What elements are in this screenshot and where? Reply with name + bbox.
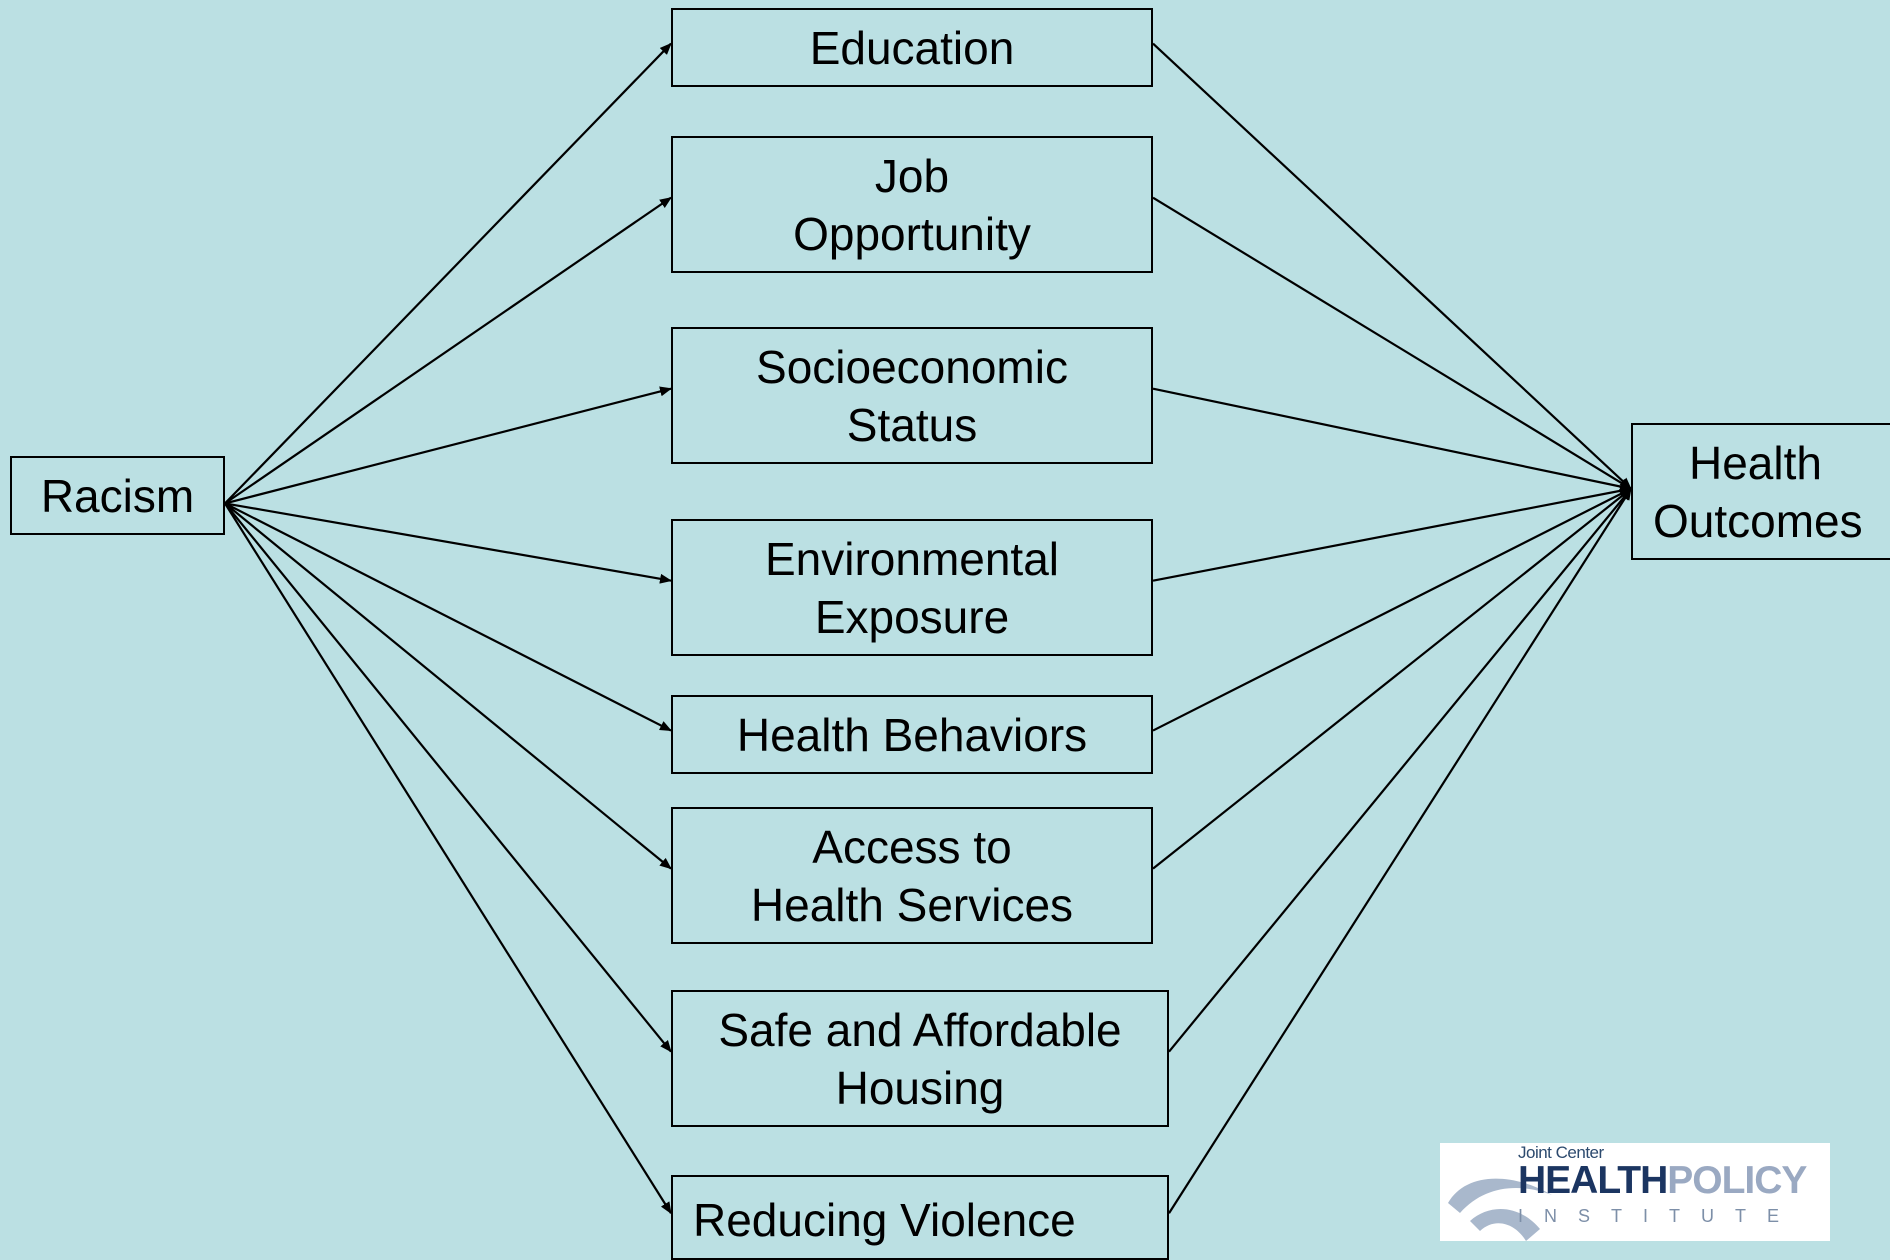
node-racism: Racism <box>10 456 225 535</box>
node-job-opportunity-line-1: Job <box>874 149 950 202</box>
logo-main-text: HEALTHPOLICY <box>1518 1159 1807 1203</box>
node-access-to-health-services-line-1: Access to <box>812 820 1012 873</box>
edge-racism-to-socioeconomic-status <box>224 386 672 505</box>
edge-racism-to-job-opportunity <box>224 196 672 505</box>
node-access-to-health-services-line-2: Health Services <box>750 878 1074 931</box>
edge-racism-to-access-to-health-services <box>224 502 672 870</box>
node-reducing-violence: Reducing Violence <box>671 1175 1169 1260</box>
edge-education-to-health-outcomes <box>1152 42 1632 490</box>
node-health-outcomes-line-1: Health <box>1689 436 1822 489</box>
node-safe-affordable-housing: Safe and Affordable Housing <box>671 990 1169 1127</box>
node-racism-line-1: Racism <box>40 469 195 522</box>
node-education-line-1: Education <box>809 21 1015 74</box>
node-reducing-violence-line-1: Reducing Violence <box>693 1194 1076 1246</box>
node-environmental-exposure: Environmental Exposure <box>671 519 1153 656</box>
edge-socioeconomic-status-to-health-outcomes <box>1152 387 1632 492</box>
node-safe-affordable-housing-line-1: Safe and Affordable <box>718 1003 1122 1056</box>
joint-center-logo: Joint Center HEALTHPOLICY INSTITUTE <box>1440 1143 1830 1241</box>
node-socioeconomic-status-line-1: Socioeconomic <box>756 340 1068 393</box>
node-health-behaviors-line-1: Health Behaviors <box>736 708 1088 761</box>
logo-top-text: Joint Center <box>1518 1143 1604 1162</box>
node-socioeconomic-status: Socioeconomic Status <box>671 327 1153 464</box>
edge-racism-to-education <box>224 42 672 505</box>
edge-reducing-violence-to-health-outcomes <box>1168 487 1632 1214</box>
logo-sub-text: INSTITUTE <box>1518 1206 1800 1226</box>
node-safe-affordable-housing-line-2: Housing <box>835 1061 1005 1114</box>
edge-job-opportunity-to-health-outcomes <box>1152 196 1632 490</box>
node-health-outcomes: Health Outcomes <box>1631 423 1890 560</box>
node-health-outcomes-line-2: Outcomes <box>1653 494 1863 547</box>
edge-racism-to-health-behaviors <box>224 502 672 732</box>
node-health-behaviors: Health Behaviors <box>671 695 1153 774</box>
node-socioeconomic-status-line-2: Status <box>846 398 978 451</box>
edge-environmental-exposure-to-health-outcomes <box>1152 485 1632 582</box>
edge-safe-affordable-housing-to-health-outcomes <box>1168 487 1632 1053</box>
logo-swoosh-icon <box>1448 1178 1552 1241</box>
node-education: Education <box>671 8 1153 87</box>
edge-racism-to-safe-affordable-housing <box>224 502 672 1053</box>
logo-main-light: POLICY <box>1667 1159 1807 1202</box>
edge-access-to-health-services-to-health-outcomes <box>1152 487 1632 870</box>
node-environmental-exposure-line-1: Environmental <box>764 532 1060 585</box>
edge-racism-to-environmental-exposure <box>224 502 672 584</box>
node-environmental-exposure-line-2: Exposure <box>814 590 1010 643</box>
edge-racism-to-reducing-violence <box>224 502 672 1215</box>
node-access-to-health-services: Access to Health Services <box>671 807 1153 944</box>
logo-main-dark: HEALTH <box>1518 1159 1668 1202</box>
node-job-opportunity-line-2: Opportunity <box>793 207 1031 260</box>
edge-health-behaviors-to-health-outcomes <box>1152 487 1632 732</box>
node-job-opportunity: Job Opportunity <box>671 136 1153 273</box>
